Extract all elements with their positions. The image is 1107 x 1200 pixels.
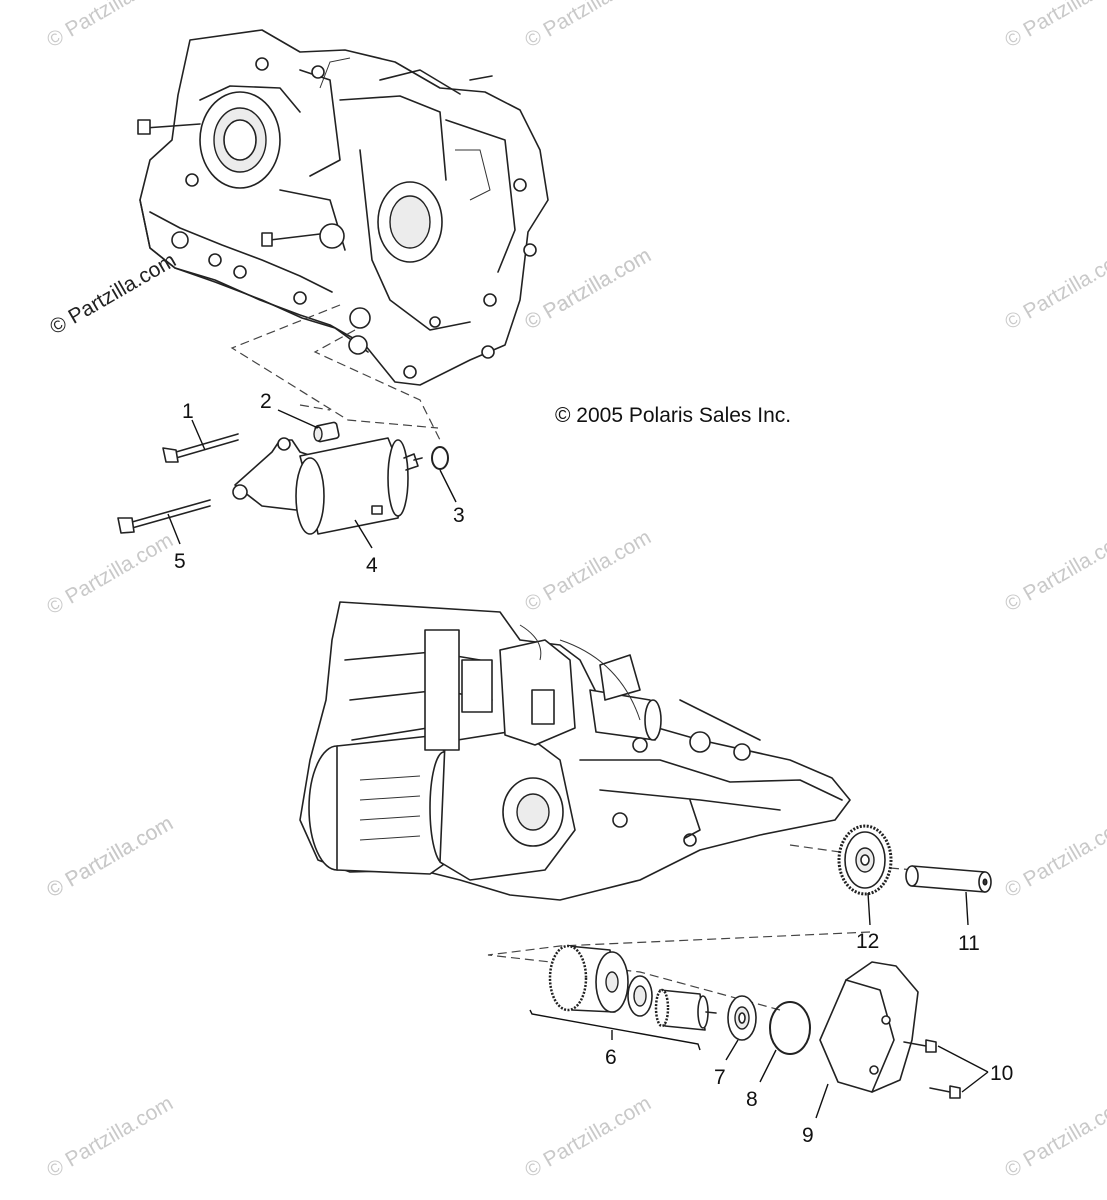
engine-lower-illustration: [299, 601, 851, 901]
leader-10a: [937, 1045, 989, 1073]
leader-1: [191, 419, 206, 451]
callout-1: 1: [182, 400, 194, 423]
leader-3: [439, 469, 457, 503]
bearing-part-7: [727, 995, 757, 1041]
watermark: © Partzilla.com: [43, 529, 177, 620]
watermark: © Partzilla.com: [521, 1092, 655, 1183]
crankcase-illustration: [137, 29, 549, 386]
starter-gear-part-12: [837, 824, 893, 896]
bolt-part-5: [117, 499, 211, 534]
callout-8: 8: [746, 1088, 758, 1111]
screws-part-10: [903, 1039, 961, 1099]
watermark-dark: © Partzilla.com: [46, 249, 180, 340]
leader-10b: [961, 1071, 989, 1093]
watermark: © Partzilla.com: [1001, 526, 1107, 617]
callout-10: 10: [990, 1062, 1013, 1085]
callout-12: 12: [856, 930, 879, 953]
leader-7: [725, 1039, 739, 1061]
dowel-part-2: [313, 421, 340, 443]
leader-8: [759, 1049, 777, 1083]
leader-12: [867, 892, 871, 926]
assembly-dashed-line-shaft: [889, 867, 941, 873]
starter-motor-group: [117, 409, 457, 549]
leader-5: [167, 513, 181, 545]
copyright-notice: © 2005 Polaris Sales Inc.: [555, 404, 791, 427]
leader-2: [277, 409, 319, 429]
cover-part-9: [819, 961, 919, 1093]
callout-4: 4: [366, 554, 378, 577]
callout-2: 2: [260, 390, 272, 413]
watermark: © Partzilla.com: [43, 0, 177, 52]
drive-assembly-part-6: [548, 944, 717, 1031]
callout-6: 6: [605, 1046, 617, 1069]
leader-4: [354, 519, 373, 549]
watermark: © Partzilla.com: [43, 812, 177, 903]
leader-9: [815, 1083, 829, 1119]
watermark: © Partzilla.com: [43, 1092, 177, 1183]
o-ring-part-8: [769, 1001, 811, 1055]
callout-5: 5: [174, 550, 186, 573]
callout-11: 11: [958, 932, 980, 955]
starter-motor-part-4: [232, 437, 423, 535]
callout-9: 9: [802, 1124, 814, 1147]
o-ring-part-3: [431, 446, 449, 470]
callout-3: 3: [453, 504, 465, 527]
bolt-part-1: [162, 433, 239, 463]
watermark: © Partzilla.com: [521, 526, 655, 617]
callout-7: 7: [714, 1066, 726, 1089]
bracket-6: [529, 1009, 701, 1051]
leader-11: [965, 891, 969, 926]
watermark: © Partzilla.com: [1001, 1092, 1107, 1183]
watermark: © Partzilla.com: [521, 0, 655, 52]
callout-labels: 1 2 3 4 5 6 7 8 9 10 11 12: [174, 390, 1013, 1147]
watermark: © Partzilla.com: [521, 244, 655, 335]
shaft-part-11: [905, 865, 992, 893]
assembly-dashed-line-drive: [487, 931, 871, 1011]
watermark: © Partzilla.com: [1001, 244, 1107, 335]
assembly-dashed-lines-upper: [230, 304, 441, 441]
watermark: © Partzilla.com: [1001, 0, 1107, 52]
watermark: © Partzilla.com: [1001, 812, 1107, 903]
